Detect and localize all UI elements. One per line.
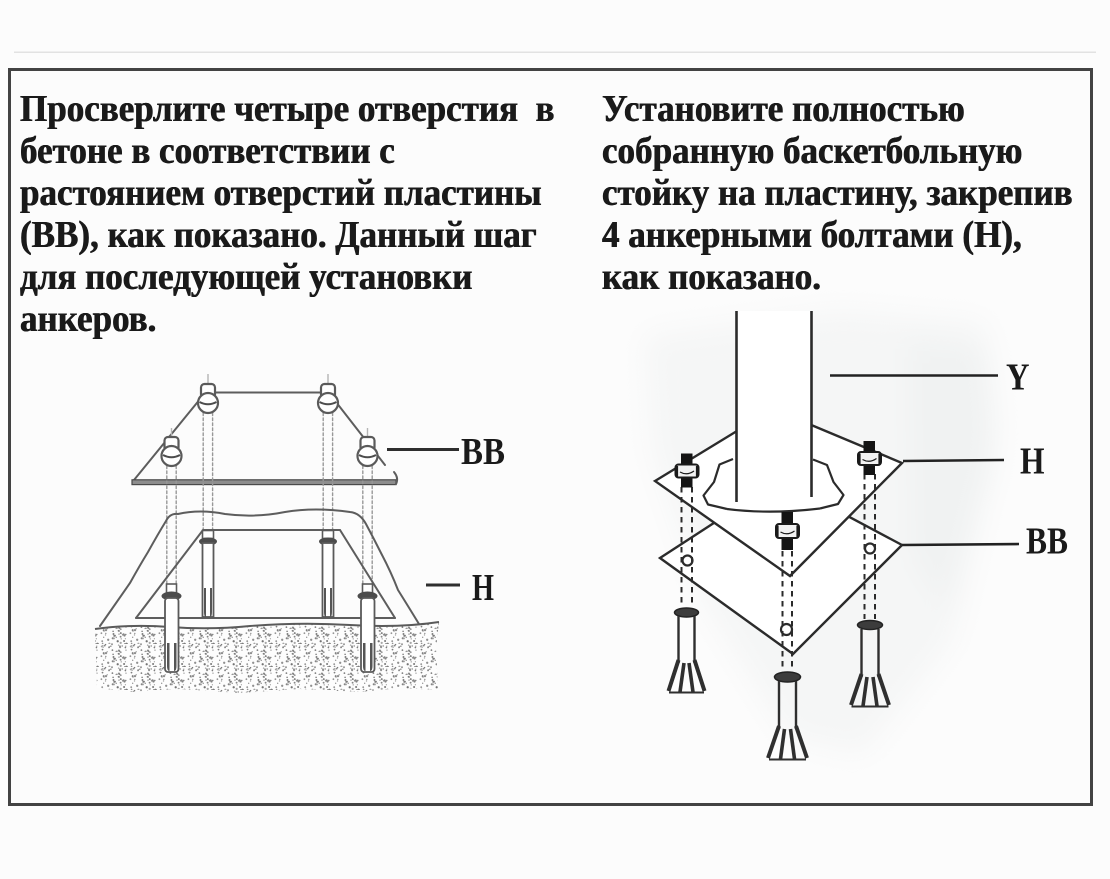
svg-text:BB: BB (1026, 521, 1068, 563)
svg-text:H: H (472, 567, 494, 609)
svg-text:Y: Y (1006, 357, 1030, 399)
svg-text:H: H (1020, 441, 1045, 483)
svg-text:BB: BB (461, 431, 505, 473)
